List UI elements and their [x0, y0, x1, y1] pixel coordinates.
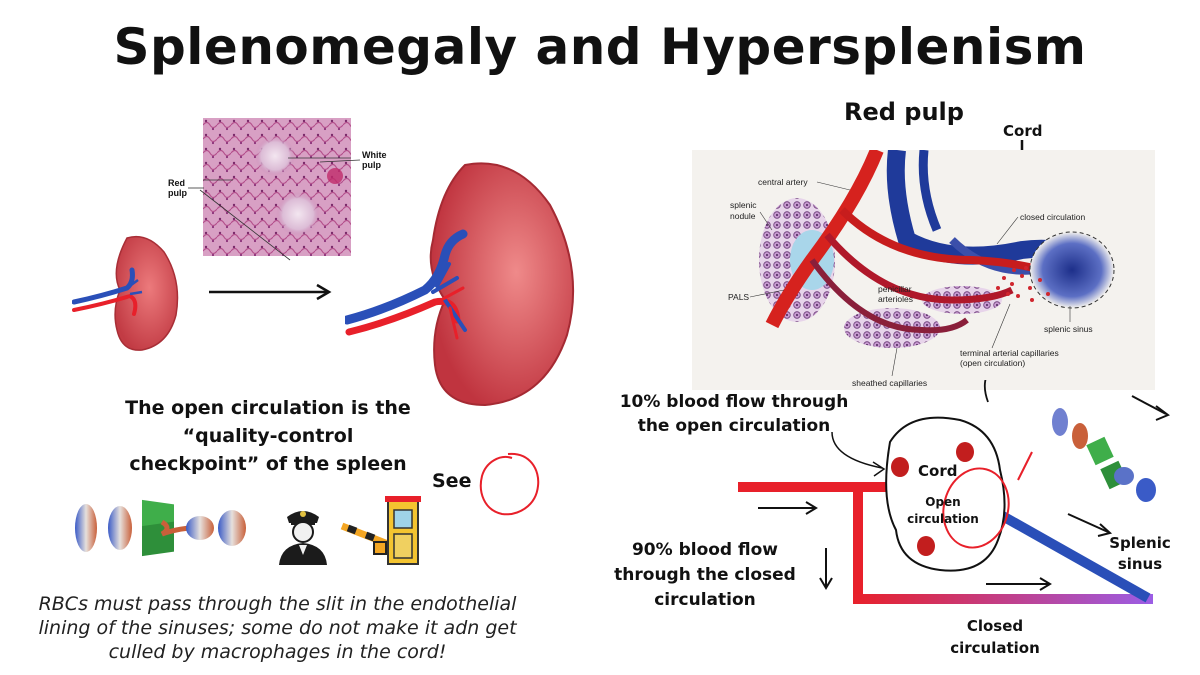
cord-top-label: Cord: [1003, 122, 1043, 140]
rbc-slit-illustration: [72, 488, 257, 568]
open-flow-label: 10% blood flow through the open circulat…: [619, 392, 849, 436]
svg-text:(open circulation): (open circulation): [960, 358, 1025, 368]
histology-leader-lines: [188, 159, 361, 261]
closed-flow-label: 90% blood flow through the closed circul…: [614, 540, 796, 610]
splenic-sinus-diagram-label: splenic sinus: [1044, 324, 1093, 334]
red-circle-marker: [479, 452, 540, 516]
closed-circulation-diagram-label: closed circulation: [1020, 212, 1085, 222]
quality-control-caption: The open circulation is the “quality-con…: [125, 397, 411, 475]
enlargement-arrow: [209, 283, 332, 301]
red-pulp-diagram: central artery splenic nodule PALS penic…: [692, 147, 1155, 390]
svg-text:arterioles: arterioles: [878, 294, 913, 304]
open-circulation-label: Open circulation: [907, 495, 979, 526]
splenic-nodule-label: splenic: [730, 200, 757, 210]
red-pulp-title: Red pulp: [844, 98, 964, 126]
svg-text:nodule: nodule: [730, 211, 756, 221]
sheathed-capillaries-label: sheathed capillaries: [852, 378, 927, 388]
splenic-sinus-label: Splenic sinus: [1109, 534, 1171, 573]
histology-image: [203, 118, 353, 256]
small-spleen-image: [71, 230, 192, 355]
checkpoint-barrier-icon: [338, 490, 428, 570]
circulation-schematic: [738, 380, 1170, 604]
enlarged-spleen-image: [342, 160, 585, 410]
page-title: Splenomegaly and Hypersplenism: [113, 18, 1087, 76]
police-officer-icon: [275, 505, 331, 565]
terminal-capillaries-label: terminal arterial capillaries: [960, 348, 1059, 358]
pals-label: PALS: [728, 292, 749, 302]
cord-label: Cord: [918, 462, 958, 480]
rbc-culling-note: RBCs must pass through the slit in the e…: [38, 593, 517, 663]
closed-circulation-label: Closed circulation: [950, 617, 1040, 657]
central-artery-label: central artery: [758, 177, 808, 187]
see-label: See: [432, 470, 472, 492]
penicillar-arterioles-label: penicillar: [878, 284, 912, 294]
